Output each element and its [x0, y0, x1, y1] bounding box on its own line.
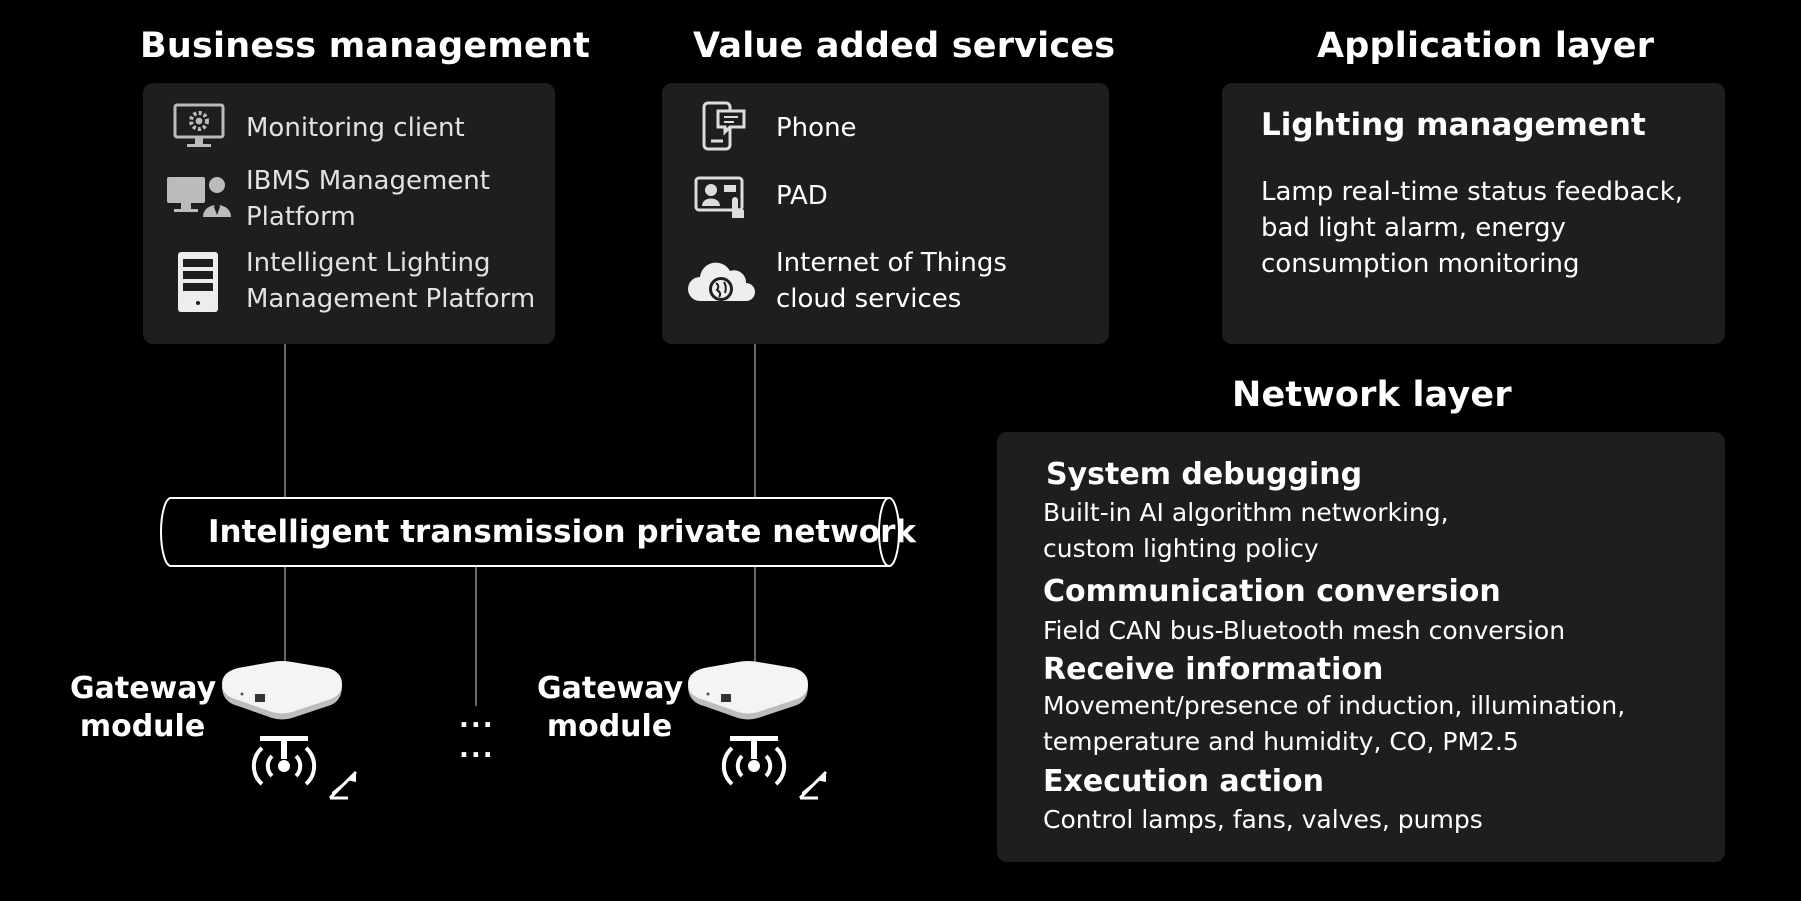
application-text-line3: consumption monitoring — [1261, 249, 1580, 279]
gateway-label-1: Gateway module — [70, 670, 217, 746]
computer-user-icon — [165, 173, 233, 219]
execution-action-line1: Control lamps, fans, valves, pumps — [1043, 805, 1483, 834]
phone-label: Phone — [776, 113, 857, 143]
application-text-line2: bad light alarm, energy — [1261, 213, 1566, 243]
communication-conversion-title: Communication conversion — [1043, 574, 1501, 609]
gateway-device-icon — [218, 660, 346, 722]
ellipsis-bottom: ... — [459, 734, 495, 764]
network-panel: System debugging Built-in AI algorithm n… — [997, 432, 1725, 862]
system-debugging-line1: Built-in AI algorithm networking, — [1043, 498, 1449, 527]
cloud-globe-icon — [686, 257, 756, 307]
ilmp-label-line1: Intelligent Lighting — [246, 248, 491, 278]
gateway-2-line1: Gateway — [537, 671, 684, 706]
transmission-pipe — [160, 497, 900, 567]
iot-label-line2: cloud services — [776, 284, 962, 314]
monitor-gear-icon — [173, 103, 225, 149]
monitoring-client-label: Monitoring client — [246, 113, 465, 143]
communication-conversion-line1: Field CAN bus-Bluetooth mesh conversion — [1043, 616, 1566, 645]
application-heading: Application layer — [1317, 26, 1655, 66]
application-panel: Lighting management Lamp real-time statu… — [1222, 83, 1725, 344]
iot-label-line1: Internet of Things — [776, 248, 1007, 278]
transmission-label: Intelligent transmission private network — [208, 514, 917, 550]
gateway-2-line2: module — [546, 709, 673, 744]
phone-chat-icon — [700, 101, 748, 151]
wireless-sensor-icon — [246, 734, 322, 792]
receive-information-line2: temperature and humidity, CO, PM2.5 — [1043, 727, 1519, 756]
system-debugging-line2: custom lighting policy — [1043, 534, 1319, 563]
receive-information-line1: Movement/presence of induction, illumina… — [1043, 691, 1626, 720]
receive-information-title: Receive information — [1043, 652, 1384, 687]
network-heading: Network layer — [1232, 375, 1512, 415]
valve-icon — [326, 768, 360, 800]
execution-action-title: Execution action — [1043, 764, 1324, 799]
application-text-line1: Lamp real-time status feedback, — [1261, 177, 1684, 207]
ilmp-label-line2: Management Platform — [246, 284, 536, 314]
pad-touch-icon — [694, 176, 748, 220]
value-added-panel: Phone PAD Internet of Things cloud servi… — [662, 83, 1109, 344]
system-debugging-title: System debugging — [1046, 457, 1363, 492]
business-panel: Monitoring client IBMS Management Platfo… — [143, 83, 555, 344]
lighting-management-title: Lighting management — [1261, 107, 1646, 143]
server-tower-icon — [177, 251, 219, 313]
pad-label: PAD — [776, 181, 828, 211]
valve-icon — [796, 768, 830, 800]
gateway-1-line1: Gateway — [70, 671, 217, 706]
gateway-label-2: Gateway module — [537, 670, 684, 746]
value-added-heading: Value added services — [693, 26, 1116, 66]
ibms-label-line1: IBMS Management — [246, 166, 490, 196]
ellipsis-top: ... — [459, 704, 495, 734]
gateway-1-line2: module — [79, 709, 206, 744]
wireless-sensor-icon — [716, 734, 792, 792]
gateway-device-icon — [684, 660, 812, 722]
business-heading: Business management — [140, 26, 590, 66]
ibms-label-line2: Platform — [246, 202, 356, 232]
